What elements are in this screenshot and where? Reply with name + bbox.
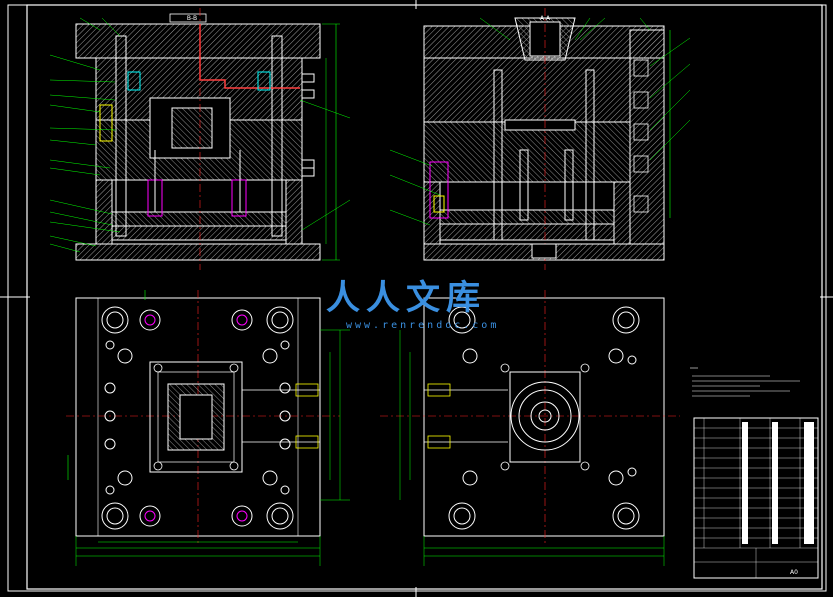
- sheet-size: A0: [790, 569, 798, 576]
- watermark: 人人文库 www.renrendoc.com: [326, 262, 506, 337]
- section-view-left: B-B: [49, 8, 351, 270]
- plan-view-left: [66, 290, 350, 566]
- watermark-url: www.renrendoc.com: [346, 320, 500, 331]
- section-view-right: A-A: [389, 8, 691, 270]
- plan-view-right: [380, 290, 680, 566]
- technical-notes: [690, 367, 800, 397]
- view-label-left: B-B: [187, 15, 197, 22]
- title-block: A0: [693, 417, 819, 579]
- watermark-text: 人人文库: [326, 278, 486, 318]
